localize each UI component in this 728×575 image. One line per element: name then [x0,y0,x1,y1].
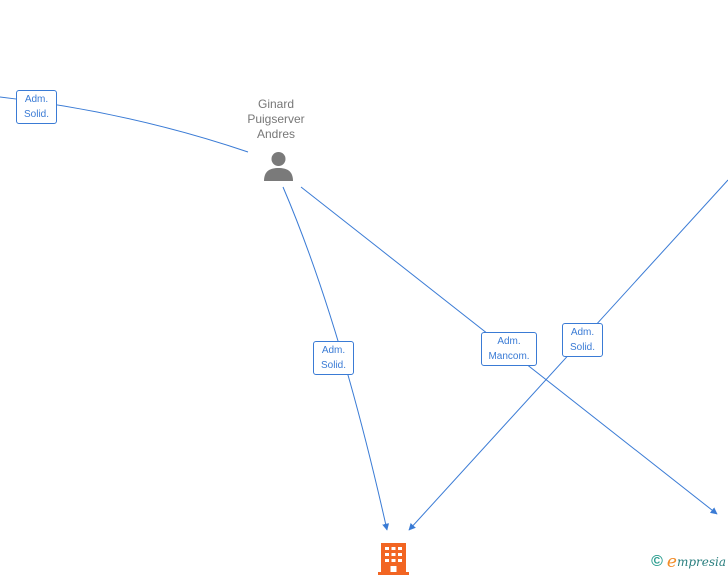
edge-label-line: Adm. [321,345,346,356]
person-icon[interactable] [263,150,294,182]
edge-person-to-company [282,186,390,531]
person-name-line: Andres [256,127,296,141]
edge-label-right[interactable]: Adm. Solid. [562,323,603,357]
edge-label-mancom[interactable]: Adm. Mancom. [481,332,537,366]
person-name-line: Puigserver [247,112,305,126]
building-icon[interactable] [377,540,410,575]
edge-label-left[interactable]: Adm. Solid. [16,90,57,124]
brand-initial: e [666,552,677,572]
person-name[interactable]: Ginard Puigserver Andres [236,97,316,142]
edge-label-line: Adm. [24,94,49,105]
edge-label-line: Solid. [320,360,346,371]
brand-name: mpresia [676,555,726,569]
edge-label-line: Adm. [570,327,595,338]
edge-label-line: Solid. [569,342,595,353]
edge-label-to-company[interactable]: Adm. Solid. [313,341,354,375]
edge-label-line: Adm. [497,336,521,347]
edge-label-line: Mancom. [488,351,530,362]
brand-logo: © e mpresia [651,552,726,572]
person-name-line: Ginard [257,97,295,111]
edge-label-line: Solid. [23,109,49,120]
copyright-icon: © [651,553,663,570]
